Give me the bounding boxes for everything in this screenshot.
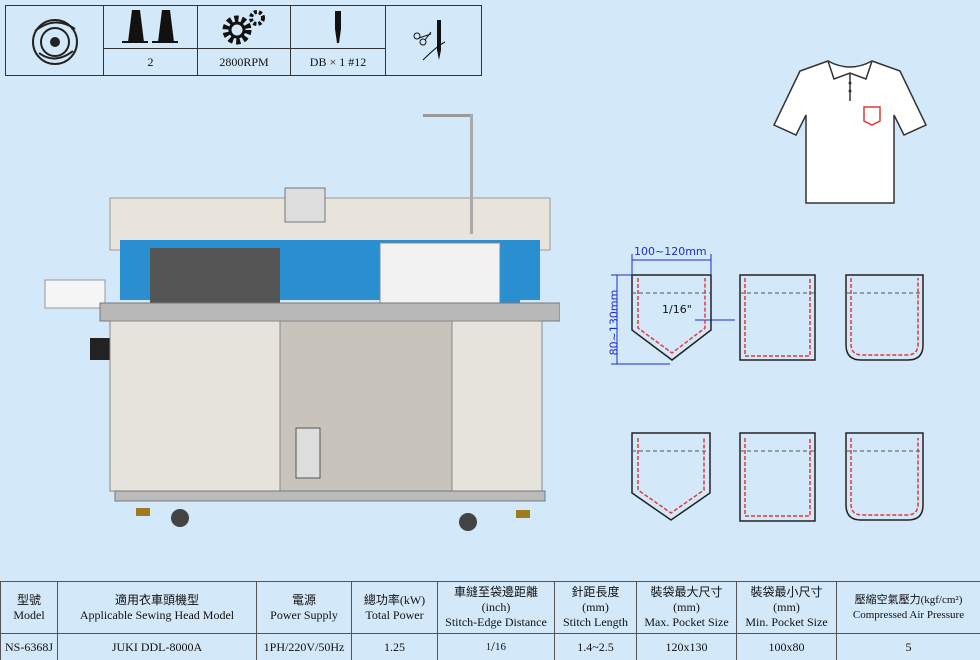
header-zh: 裝袋最大尺寸 <box>650 585 723 599</box>
thread-trimmer-cell <box>385 5 482 76</box>
header-zh: 裝袋最小尺寸 <box>750 585 823 599</box>
cell-air-pressure: 5 <box>836 634 980 660</box>
pocket-height-label: 80~130mm <box>607 289 621 356</box>
header-max-pocket: 裝袋最大尺寸(mm)Max. Pocket Size <box>636 582 736 633</box>
cell-model: NS-6368J <box>0 634 57 660</box>
stitch-edge-label: 1/16" <box>662 303 692 316</box>
header-zh: 針距長度 <box>571 585 620 599</box>
header-zh: 適用衣車頭機型 <box>114 592 199 607</box>
header-en: Power Supply <box>270 607 338 622</box>
header-total-power: 總功率(kW)Total Power <box>351 582 437 633</box>
header-zh: 壓縮空氣壓力(kgf/cm²) <box>854 593 963 606</box>
header-unit: (mm) <box>582 600 609 614</box>
needle-cell <box>290 5 386 49</box>
header-en: Model <box>13 607 45 622</box>
header-en: Total Power <box>365 607 424 622</box>
header-stitch-length: 針距長度(mm)Stitch Length <box>554 582 636 633</box>
gears-cell <box>197 5 291 49</box>
header-zh: 型號 <box>16 592 41 607</box>
header-air-pressure: 壓縮空氣壓力(kgf/cm²) Compressed Air Pressure <box>836 582 980 633</box>
header-zh: 電源 <box>291 592 316 607</box>
header-zh: 總功率(kW) <box>363 592 426 607</box>
header-stitch-edge: 車縫至袋邊距離(inch)Stitch-Edge Distance <box>437 582 554 633</box>
header-unit: (inch) <box>481 600 511 614</box>
cell-stitch-length: 1.4~2.5 <box>554 634 636 660</box>
sewing-machine-photo <box>44 114 560 531</box>
pocket-shapes-diagram <box>611 254 924 522</box>
header-en: Compressed Air Pressure <box>852 608 965 621</box>
thread-count: 2 <box>103 48 198 76</box>
header-en: Applicable Sewing Head Model <box>79 607 235 622</box>
header-zh: 車縫至袋邊距離 <box>453 585 538 599</box>
cell-head-model: JUKI DDL-8000A <box>57 634 256 660</box>
header-min-pocket: 裝袋最小尺寸(mm)Min. Pocket Size <box>736 582 836 633</box>
gears-icon <box>222 10 265 45</box>
polo-shirt-illustration <box>772 60 928 204</box>
needle-spec: DB × 1 #12 <box>290 48 386 76</box>
cell-min-pocket: 100x80 <box>736 634 836 660</box>
needle-icon <box>335 11 341 43</box>
header-unit: (mm) <box>773 600 800 614</box>
rotary-hook-cell <box>5 5 104 76</box>
fraction-numerator: 1 <box>486 641 492 653</box>
cell-total-power: 1.25 <box>351 634 437 660</box>
fraction-denominator: 16 <box>494 640 506 653</box>
header-unit: (mm) <box>673 600 700 614</box>
header-en: Stitch Length <box>563 615 628 629</box>
header-en: Min. Pocket Size <box>745 615 828 629</box>
cell-power-supply: 1PH/220V/50Hz <box>256 634 351 660</box>
thread-cones-icon <box>121 10 178 43</box>
cell-max-pocket: 120x130 <box>636 634 736 660</box>
cell-stitch-edge: 1/16 <box>437 634 554 660</box>
header-en: Max. Pocket Size <box>644 615 729 629</box>
thread-cones-cell <box>103 5 198 49</box>
rotary-hook-icon <box>31 18 78 65</box>
speed: 2800RPM <box>197 48 291 76</box>
header-en: Stitch-Edge Distance <box>445 615 547 629</box>
thread-trimmer-icon <box>413 19 445 60</box>
pocket-width-label: 100~120mm <box>634 245 707 258</box>
